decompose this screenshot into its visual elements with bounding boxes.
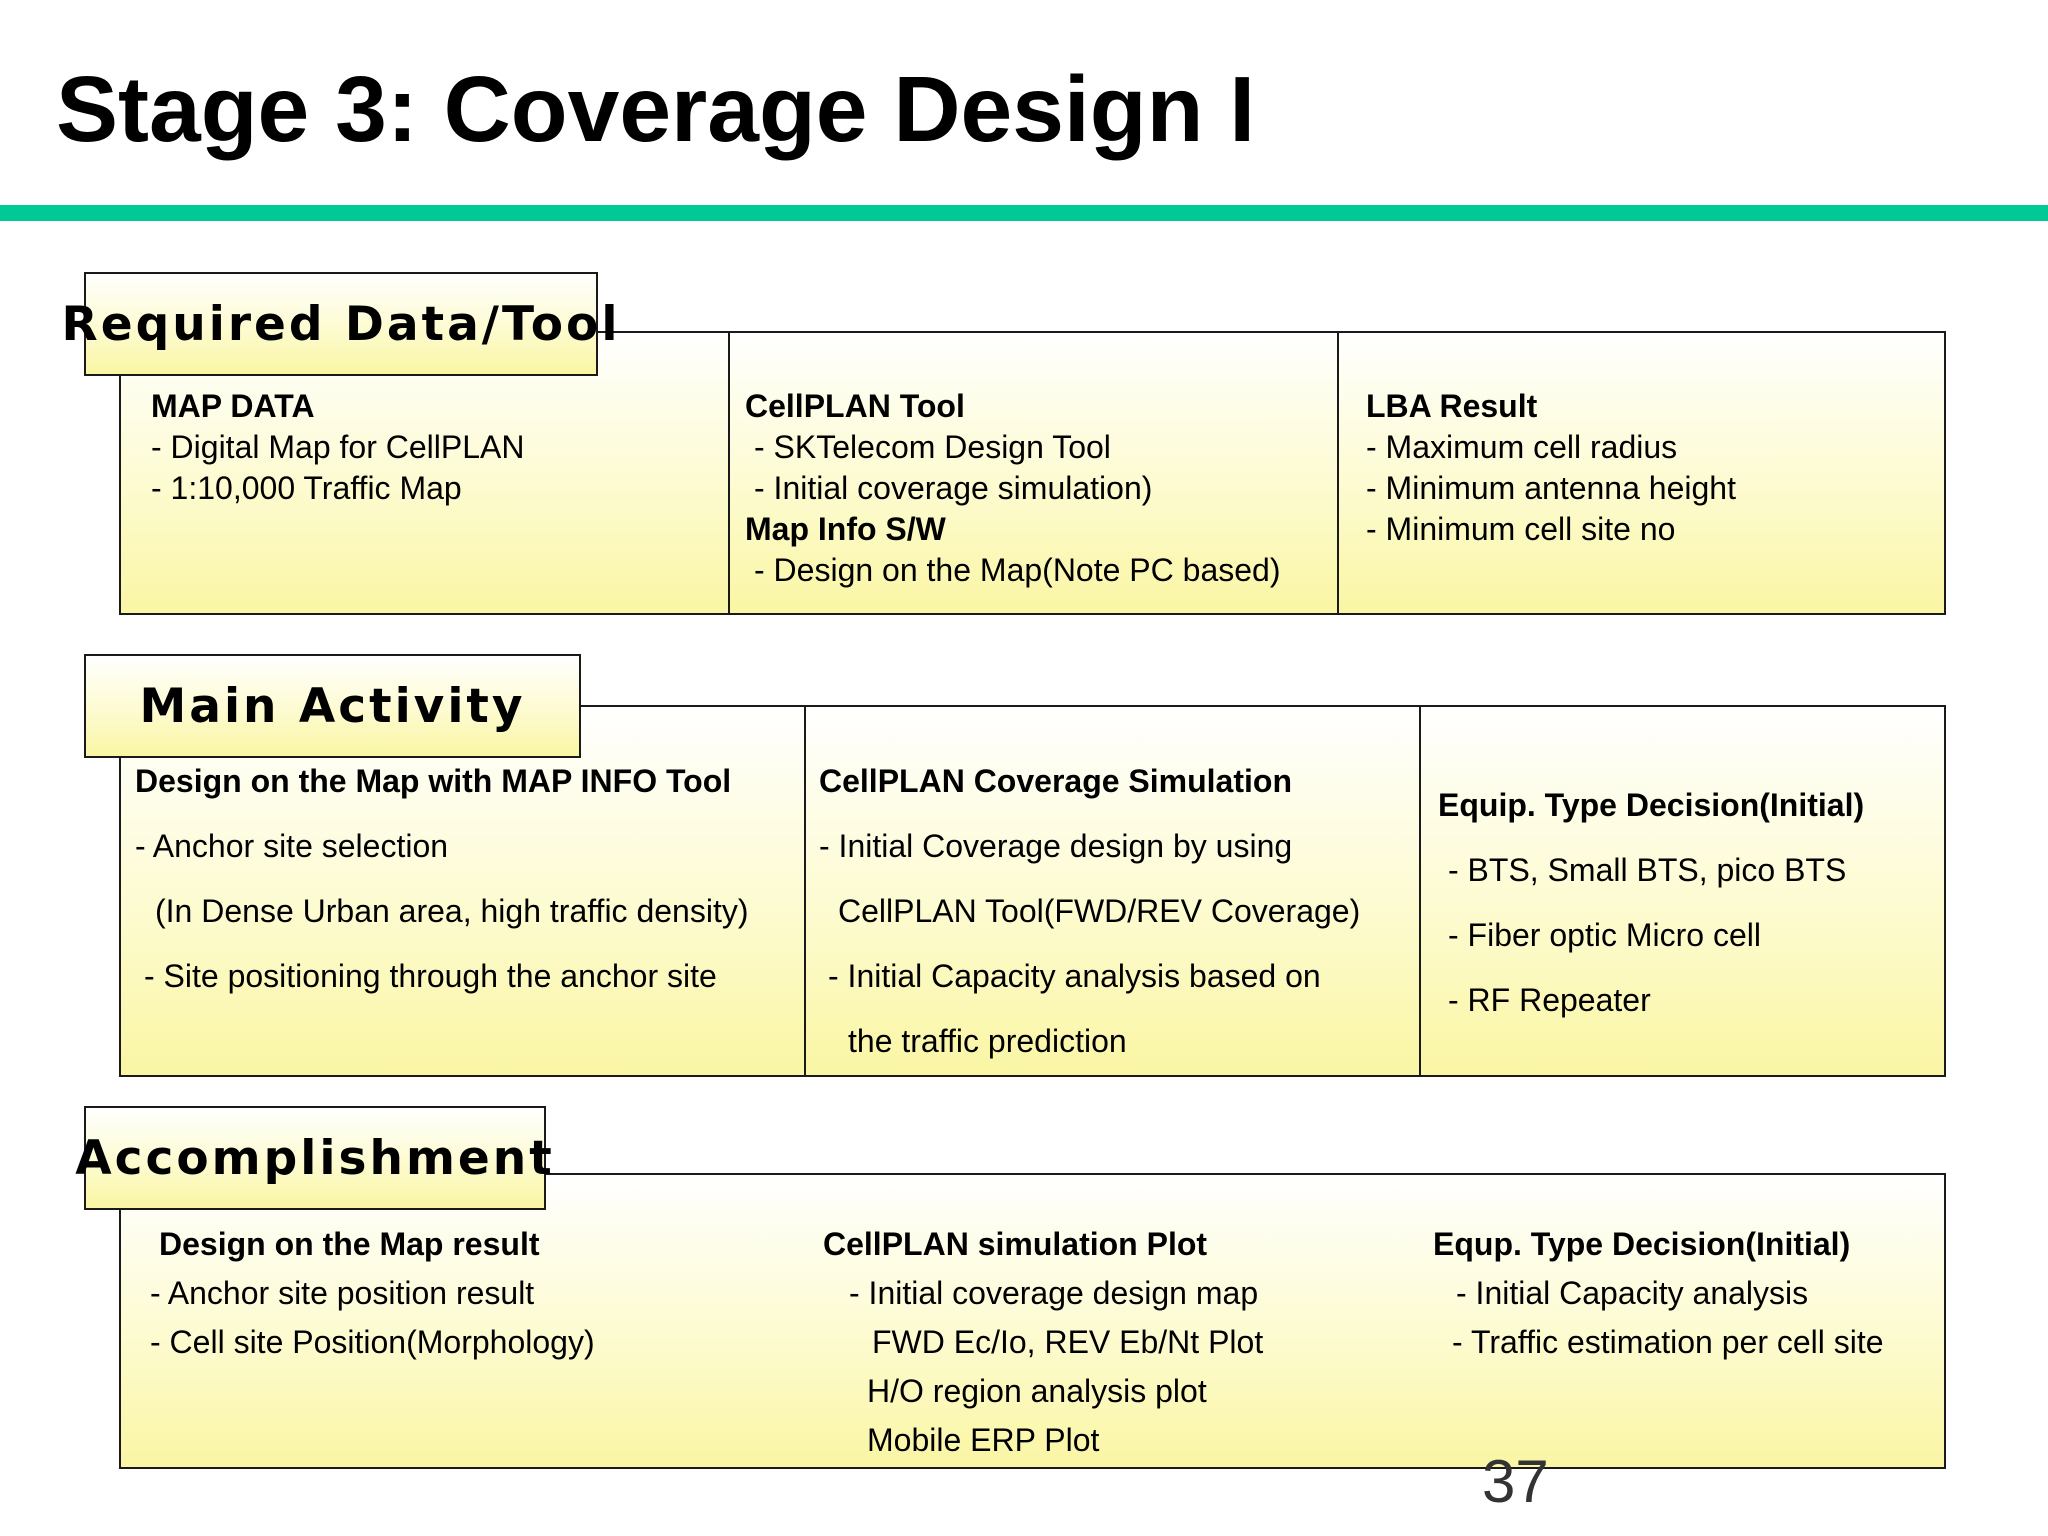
lba-result-column: LBA Result - Maximum cell radius - Minim…	[1337, 333, 1944, 613]
page-number: 37	[1482, 1448, 1549, 1515]
simulation-plot-heading: CellPLAN simulation Plot	[823, 1226, 1208, 1262]
main-activity-label: Main Activity	[84, 654, 581, 758]
list-item: - Initial Coverage design by using	[819, 828, 1293, 864]
list-item: - Cell site Position(Morphology)	[150, 1324, 595, 1360]
list-item: - Initial coverage simulation)	[754, 470, 1153, 506]
list-item: - Maximum cell radius	[1366, 429, 1678, 465]
list-item: FWD Ec/Io, REV Eb/Nt Plot	[872, 1324, 1264, 1360]
list-item: the traffic prediction	[848, 1023, 1127, 1059]
coverage-simulation-heading: CellPLAN Coverage Simulation	[819, 763, 1292, 799]
lba-result-heading: LBA Result	[1366, 388, 1538, 424]
map-info-heading: Map Info S/W	[745, 511, 946, 547]
list-item: CellPLAN Tool(FWD/REV Coverage)	[838, 893, 1361, 929]
simulation-plot-column: CellPLAN simulation Plot - Initial cover…	[801, 1175, 1401, 1467]
coverage-simulation-column: CellPLAN Coverage Simulation - Initial C…	[804, 707, 1421, 1075]
required-data-tool-panel: MAP DATA - Digital Map for CellPLAN - 1:…	[119, 331, 1946, 615]
main-activity-label-text: Main Activity	[139, 678, 526, 734]
title-divider	[0, 205, 2048, 221]
map-info-design-heading: Design on the Map with MAP INFO Tool	[135, 763, 732, 799]
list-item: Mobile ERP Plot	[867, 1422, 1100, 1458]
list-item: - Minimum antenna height	[1366, 470, 1736, 506]
list-item: H/O region analysis plot	[867, 1373, 1207, 1409]
equip-type-column: Equip. Type Decision(Initial) - BTS, Sma…	[1419, 707, 1944, 1075]
list-item: - Traffic estimation per cell site	[1452, 1324, 1884, 1360]
slide-title: Stage 3: Coverage Design I	[56, 57, 1256, 161]
list-item: - Anchor site selection	[135, 828, 449, 864]
list-item: - 1:10,000 Traffic Map	[151, 470, 462, 506]
list-item: - SKTelecom Design Tool	[754, 429, 1111, 465]
equp-type-column: Equp. Type Decision(Initial) - Initial C…	[1401, 1175, 1944, 1467]
list-item: - Initial coverage design map	[849, 1275, 1259, 1311]
cellplan-tool-column: CellPLAN Tool - SKTelecom Design Tool - …	[728, 333, 1339, 613]
list-item: - RF Repeater	[1448, 982, 1651, 1018]
equp-type-heading: Equp. Type Decision(Initial)	[1433, 1226, 1851, 1262]
list-item: - Initial Capacity analysis	[1456, 1275, 1809, 1311]
map-info-design-column: Design on the Map with MAP INFO Tool - A…	[121, 707, 806, 1075]
map-data-heading: MAP DATA	[151, 388, 315, 424]
accomplishment-label: Accomplishment	[75, 1106, 552, 1210]
map-result-heading: Design on the Map result	[159, 1226, 540, 1262]
map-result-column: Design on the Map result - Anchor site p…	[121, 1175, 801, 1467]
map-data-column: MAP DATA - Digital Map for CellPLAN - 1:…	[121, 333, 730, 613]
list-item: - Site positioning through the anchor si…	[144, 958, 717, 994]
equip-type-heading: Equip. Type Decision(Initial)	[1438, 787, 1865, 823]
list-item: - Fiber optic Micro cell	[1448, 917, 1761, 953]
cellplan-tool-heading: CellPLAN Tool	[745, 388, 965, 424]
list-item: (In Dense Urban area, high traffic densi…	[155, 893, 749, 929]
accomplishment-label-text: Accomplishment	[75, 1130, 555, 1186]
list-item: - Initial Capacity analysis based on	[828, 958, 1321, 994]
list-item: - BTS, Small BTS, pico BTS	[1448, 852, 1847, 888]
required-data-tool-label: Required Data/Tool	[62, 272, 617, 376]
accomplishment-panel: Design on the Map result - Anchor site p…	[119, 1173, 1946, 1469]
list-item: - Design on the Map(Note PC based)	[754, 552, 1281, 588]
list-item: - Digital Map for CellPLAN	[151, 429, 525, 465]
required-data-tool-label-text: Required Data/Tool	[61, 296, 621, 352]
list-item: - Minimum cell site no	[1366, 511, 1676, 547]
main-activity-panel: Design on the Map with MAP INFO Tool - A…	[119, 705, 1946, 1077]
list-item: - Anchor site position result	[150, 1275, 535, 1311]
